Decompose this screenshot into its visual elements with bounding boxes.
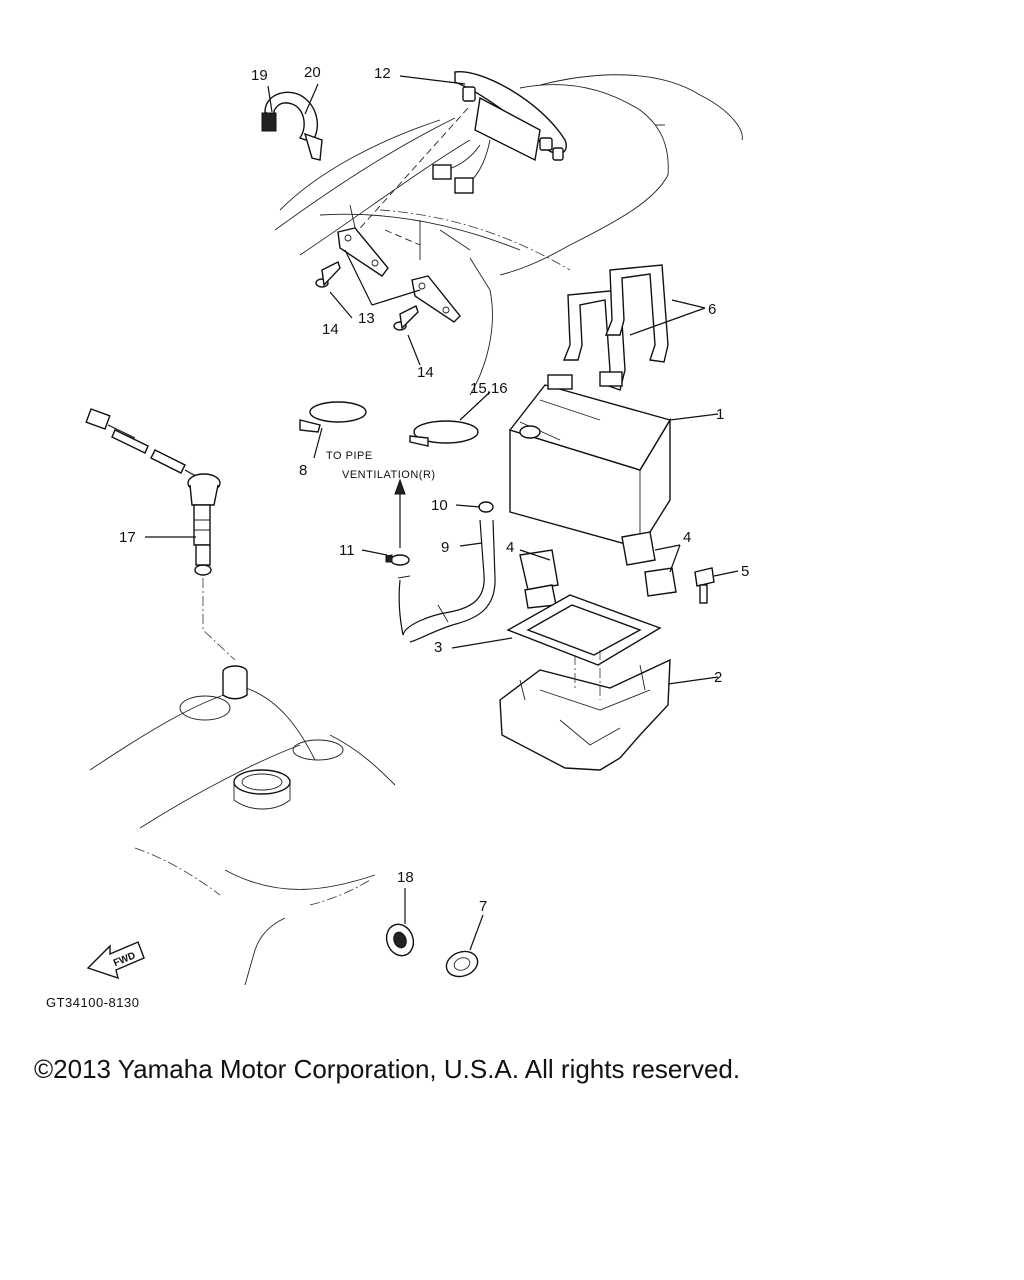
part-4-pads [519, 531, 681, 609]
callout-12: 12 [374, 65, 391, 82]
diagram-code: GT34100-8130 [46, 995, 139, 1010]
part-17-sensor-lead [85, 408, 248, 700]
callout-5: 5 [741, 563, 749, 580]
hull-outline-upper [274, 74, 743, 396]
part-8-band [299, 401, 367, 459]
part-18-grommet [385, 888, 415, 957]
part-14-screws [315, 261, 419, 331]
part-11-clip [361, 549, 410, 566]
callout-6: 6 [708, 301, 716, 318]
callout-11: 11 [339, 542, 355, 559]
callout-2: 2 [714, 669, 722, 686]
callout-4-a: 4 [506, 539, 514, 556]
part-19-20-clamp [261, 91, 323, 161]
part-13-brackets [337, 227, 461, 323]
callout-labels: 19 20 12 6 14 13 14 15,16 1 8 TO PIPE VE… [46, 64, 749, 1010]
callout-14-b: 14 [417, 364, 434, 381]
part-2-battery-box [499, 650, 719, 771]
callout-18: 18 [397, 869, 414, 886]
callout-19: 19 [251, 67, 268, 84]
callout-1: 1 [716, 406, 724, 423]
fwd-direction-arrow: FWD [86, 941, 145, 980]
hull-outline-lower [89, 687, 396, 986]
callout-4-b: 4 [683, 529, 691, 546]
callout-7: 7 [479, 898, 487, 915]
note-ventilation: VENTILATION(R) [342, 469, 436, 481]
copyright-notice: ©2013 Yamaha Motor Corporation, U.S.A. A… [34, 1054, 741, 1084]
vent-direction-arrow [394, 478, 406, 548]
callout-20: 20 [304, 64, 321, 81]
part-5-bolt [694, 567, 739, 604]
callout-14-a: 14 [322, 321, 339, 338]
part-6-battery-straps [562, 264, 706, 391]
callout-15-16: 15,16 [470, 380, 508, 397]
part-3-tray-pad [451, 594, 662, 666]
leader-lines [267, 75, 466, 366]
callout-8: 8 [299, 462, 307, 479]
callout-3: 3 [434, 639, 442, 656]
part-1-battery [508, 371, 719, 549]
callout-17: 17 [119, 529, 136, 546]
callout-9: 9 [441, 539, 449, 556]
note-to-pipe: TO PIPE [326, 450, 373, 462]
part-7-washer [445, 914, 484, 978]
part-12-electrical-box [344, 71, 567, 246]
part-10-vent-elbow [455, 501, 494, 513]
battery-parts-diagram: FWD 19 20 12 6 14 13 14 15,16 1 8 TO PIP… [46, 64, 749, 1010]
callout-13: 13 [358, 310, 375, 327]
callout-10: 10 [431, 497, 448, 514]
part-15-16-band [409, 391, 491, 447]
part-9-vent-hose [397, 519, 496, 643]
